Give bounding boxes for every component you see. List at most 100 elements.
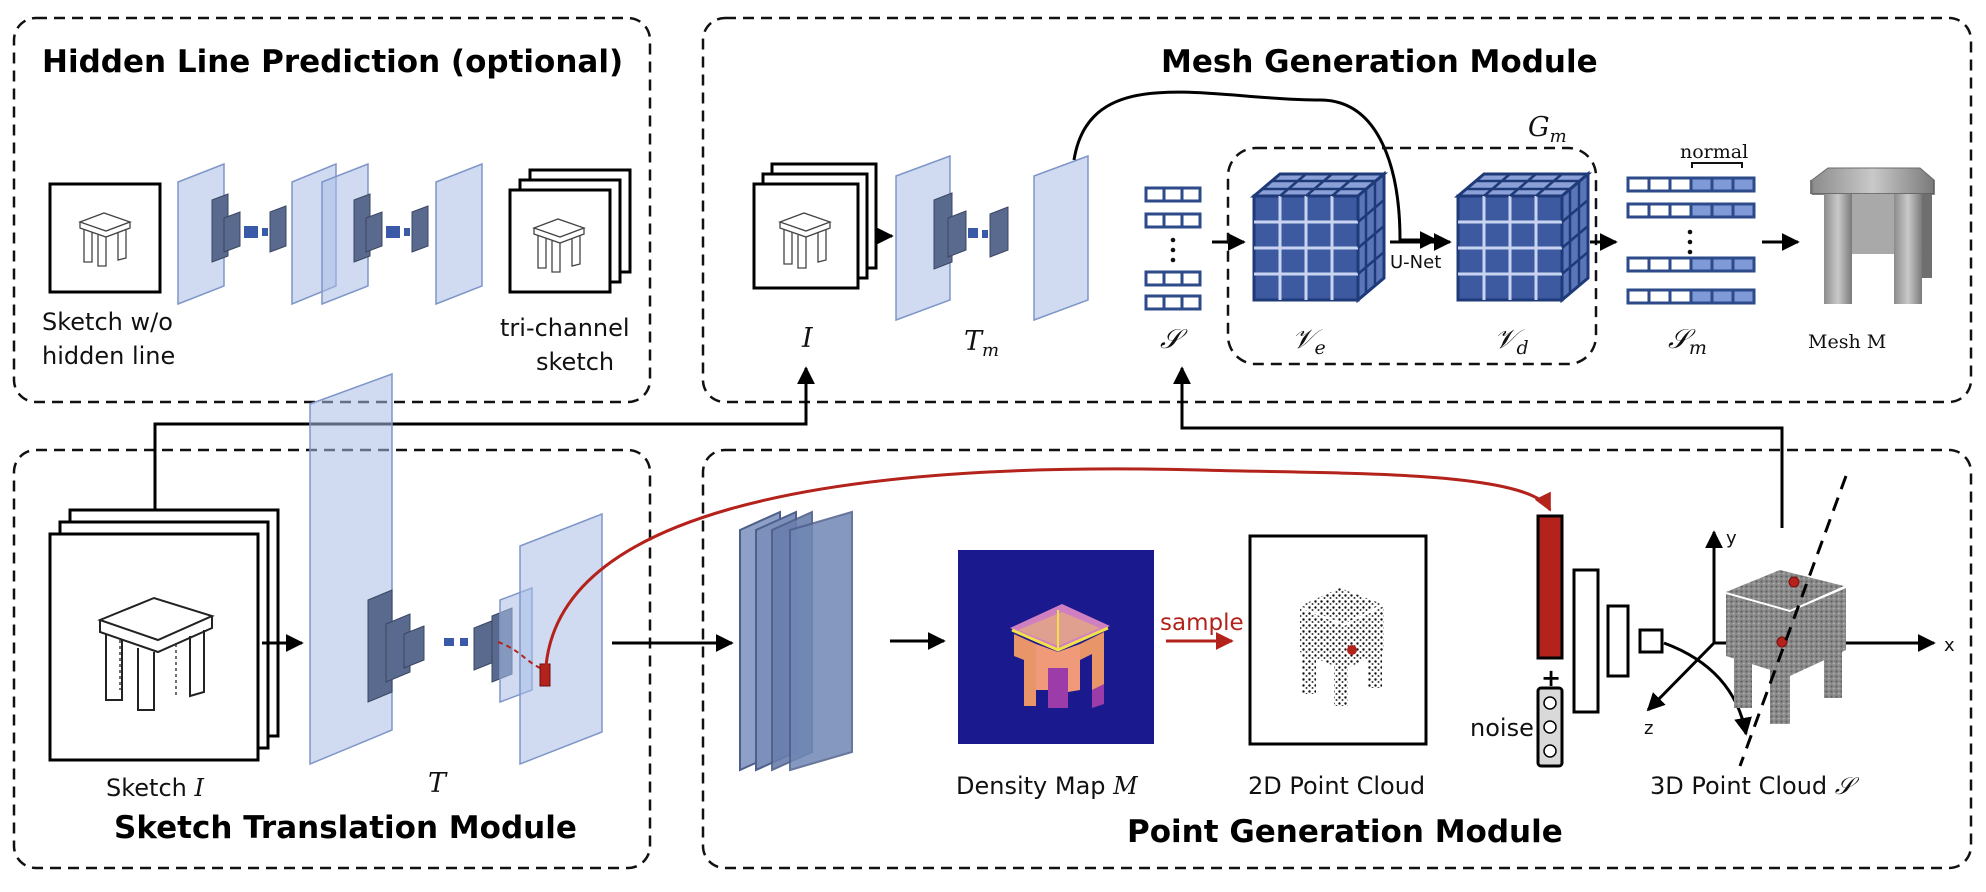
hidden-line-input-label-line2: hidden line bbox=[42, 342, 175, 370]
mesh-input-symbol: I bbox=[801, 323, 814, 354]
translation-network-symbol: T bbox=[428, 768, 448, 799]
projected-point-top bbox=[1788, 576, 1800, 588]
network-sheet bbox=[895, 154, 951, 322]
sampled-point bbox=[1347, 645, 1357, 655]
feature-vector bbox=[1626, 202, 1756, 219]
sketch-frame bbox=[752, 182, 860, 290]
network-bottleneck bbox=[444, 638, 454, 646]
mesh-output-label: Mesh M bbox=[1808, 331, 1886, 353]
normal-brace bbox=[1691, 162, 1743, 168]
decoder-layer bbox=[1572, 568, 1600, 714]
translation-network bbox=[309, 372, 603, 766]
mesh-stool-render bbox=[1810, 167, 1935, 304]
skip-connection-arrow bbox=[1072, 90, 1438, 249]
voxel-decoder-symbol: 𝒱d bbox=[1494, 324, 1529, 359]
projection-arrow bbox=[1663, 641, 1752, 736]
mesh-input-sketch-stack bbox=[752, 162, 878, 290]
network-sheet bbox=[519, 512, 603, 766]
density-label: Density Map M bbox=[956, 772, 1139, 800]
network-block bbox=[403, 625, 425, 669]
network-bottleneck bbox=[404, 228, 410, 236]
stool-icon bbox=[78, 212, 132, 267]
point-cloud-3d: y x z bbox=[1644, 475, 1955, 767]
output-feature-vectors: normal bbox=[1626, 141, 1756, 305]
point-feature-stack bbox=[739, 510, 853, 772]
network-sheet bbox=[435, 162, 483, 306]
mesh-generation-panel-border bbox=[701, 16, 1973, 404]
pointcloud-to-mesh-arrow bbox=[1173, 366, 1784, 528]
noise-label: noise bbox=[1470, 714, 1534, 742]
generator-symbol: Gm bbox=[1528, 112, 1567, 147]
hidden-line-input-sketch bbox=[48, 182, 162, 294]
decoder-layer bbox=[1638, 628, 1664, 654]
mesh-generation-title: Mesh Generation Module bbox=[1161, 44, 1598, 80]
stool-sketch-icon bbox=[97, 596, 215, 711]
sketch-frame bbox=[48, 182, 162, 294]
stool-icon bbox=[532, 218, 586, 273]
voxel-grid-encoder bbox=[1249, 170, 1389, 304]
axis-z-label: z bbox=[1644, 718, 1653, 739]
ellipsis-dot bbox=[1687, 229, 1693, 235]
tri-channel-sketch bbox=[508, 168, 632, 294]
ellipsis-dot bbox=[1170, 247, 1176, 253]
feature-vector bbox=[1144, 186, 1202, 203]
cloud2d-label: 2D Point Cloud bbox=[1248, 772, 1425, 800]
axis-y-label: y bbox=[1726, 528, 1737, 549]
mesh-leg bbox=[1894, 194, 1922, 304]
mesh-encoder-network bbox=[895, 154, 1089, 322]
mesh-leg bbox=[1824, 194, 1852, 304]
feature-vector bbox=[1144, 294, 1202, 311]
network-block bbox=[411, 205, 429, 253]
projected-point bbox=[1776, 636, 1788, 648]
ellipsis-dot bbox=[1687, 239, 1693, 245]
hidden-line-input-label-line1: Sketch w/o bbox=[42, 308, 173, 336]
ellipsis-dot bbox=[1170, 257, 1176, 263]
feature-vector bbox=[1626, 176, 1756, 193]
point-decoder: + bbox=[1536, 514, 1664, 768]
point-generation-title: Point Generation Module bbox=[1127, 814, 1563, 850]
hidden-line-title: Hidden Line Prediction (optional) bbox=[42, 44, 623, 80]
mesh-generation-panel: Mesh Generation Module bbox=[701, 16, 1973, 404]
voxel-encoder-symbol: 𝒱e bbox=[1292, 324, 1326, 359]
cloud3d-label: 3D Point Cloud 𝒮 bbox=[1650, 772, 1860, 800]
generator-box bbox=[1226, 146, 1598, 366]
latent-red-curve-arrow bbox=[544, 467, 1552, 667]
point-generation-panel: Point Generation Module bbox=[701, 448, 1973, 870]
network-bottleneck bbox=[244, 226, 258, 238]
point-feature-vectors bbox=[1144, 186, 1202, 311]
tri-channel-label-line2: sketch bbox=[536, 348, 614, 376]
sample-label: sample bbox=[1160, 610, 1244, 636]
latent-vector bbox=[1536, 514, 1564, 660]
decoder-layer bbox=[1606, 604, 1630, 678]
point-generation-panel-border bbox=[701, 448, 1973, 870]
tri-channel-label-line1: tri-channel bbox=[500, 314, 630, 342]
feature-vector bbox=[1626, 288, 1756, 305]
plus-sign: + bbox=[1541, 664, 1561, 692]
ellipsis-dot bbox=[1687, 249, 1693, 255]
normal-label: normal bbox=[1680, 141, 1748, 163]
projection-ray bbox=[1738, 475, 1848, 767]
output-points-symbol: 𝒮m bbox=[1668, 324, 1707, 359]
points-symbol: 𝒮 bbox=[1160, 324, 1188, 355]
sketch-frame bbox=[48, 532, 260, 762]
density-map bbox=[958, 550, 1154, 744]
sketch-label: Sketch I bbox=[106, 774, 205, 802]
hidden-line-network bbox=[177, 162, 483, 306]
network-block bbox=[947, 210, 967, 258]
feature-vector bbox=[1144, 270, 1202, 287]
network-block bbox=[223, 211, 241, 253]
network-block bbox=[269, 205, 287, 253]
network-bottleneck bbox=[262, 228, 268, 236]
network-block bbox=[473, 619, 495, 671]
voxel-grid-decoder bbox=[1453, 170, 1593, 304]
stool-icon bbox=[778, 212, 832, 269]
ellipsis-dot bbox=[1170, 237, 1176, 243]
network-block bbox=[365, 211, 383, 253]
unet-label: U-Net bbox=[1390, 252, 1441, 273]
mesh-encoder-symbol: Tm bbox=[964, 326, 999, 361]
network-sheet bbox=[177, 162, 225, 306]
feature-vector bbox=[1144, 212, 1202, 229]
network-sheet bbox=[1033, 154, 1089, 322]
sketch-frame bbox=[508, 188, 612, 294]
